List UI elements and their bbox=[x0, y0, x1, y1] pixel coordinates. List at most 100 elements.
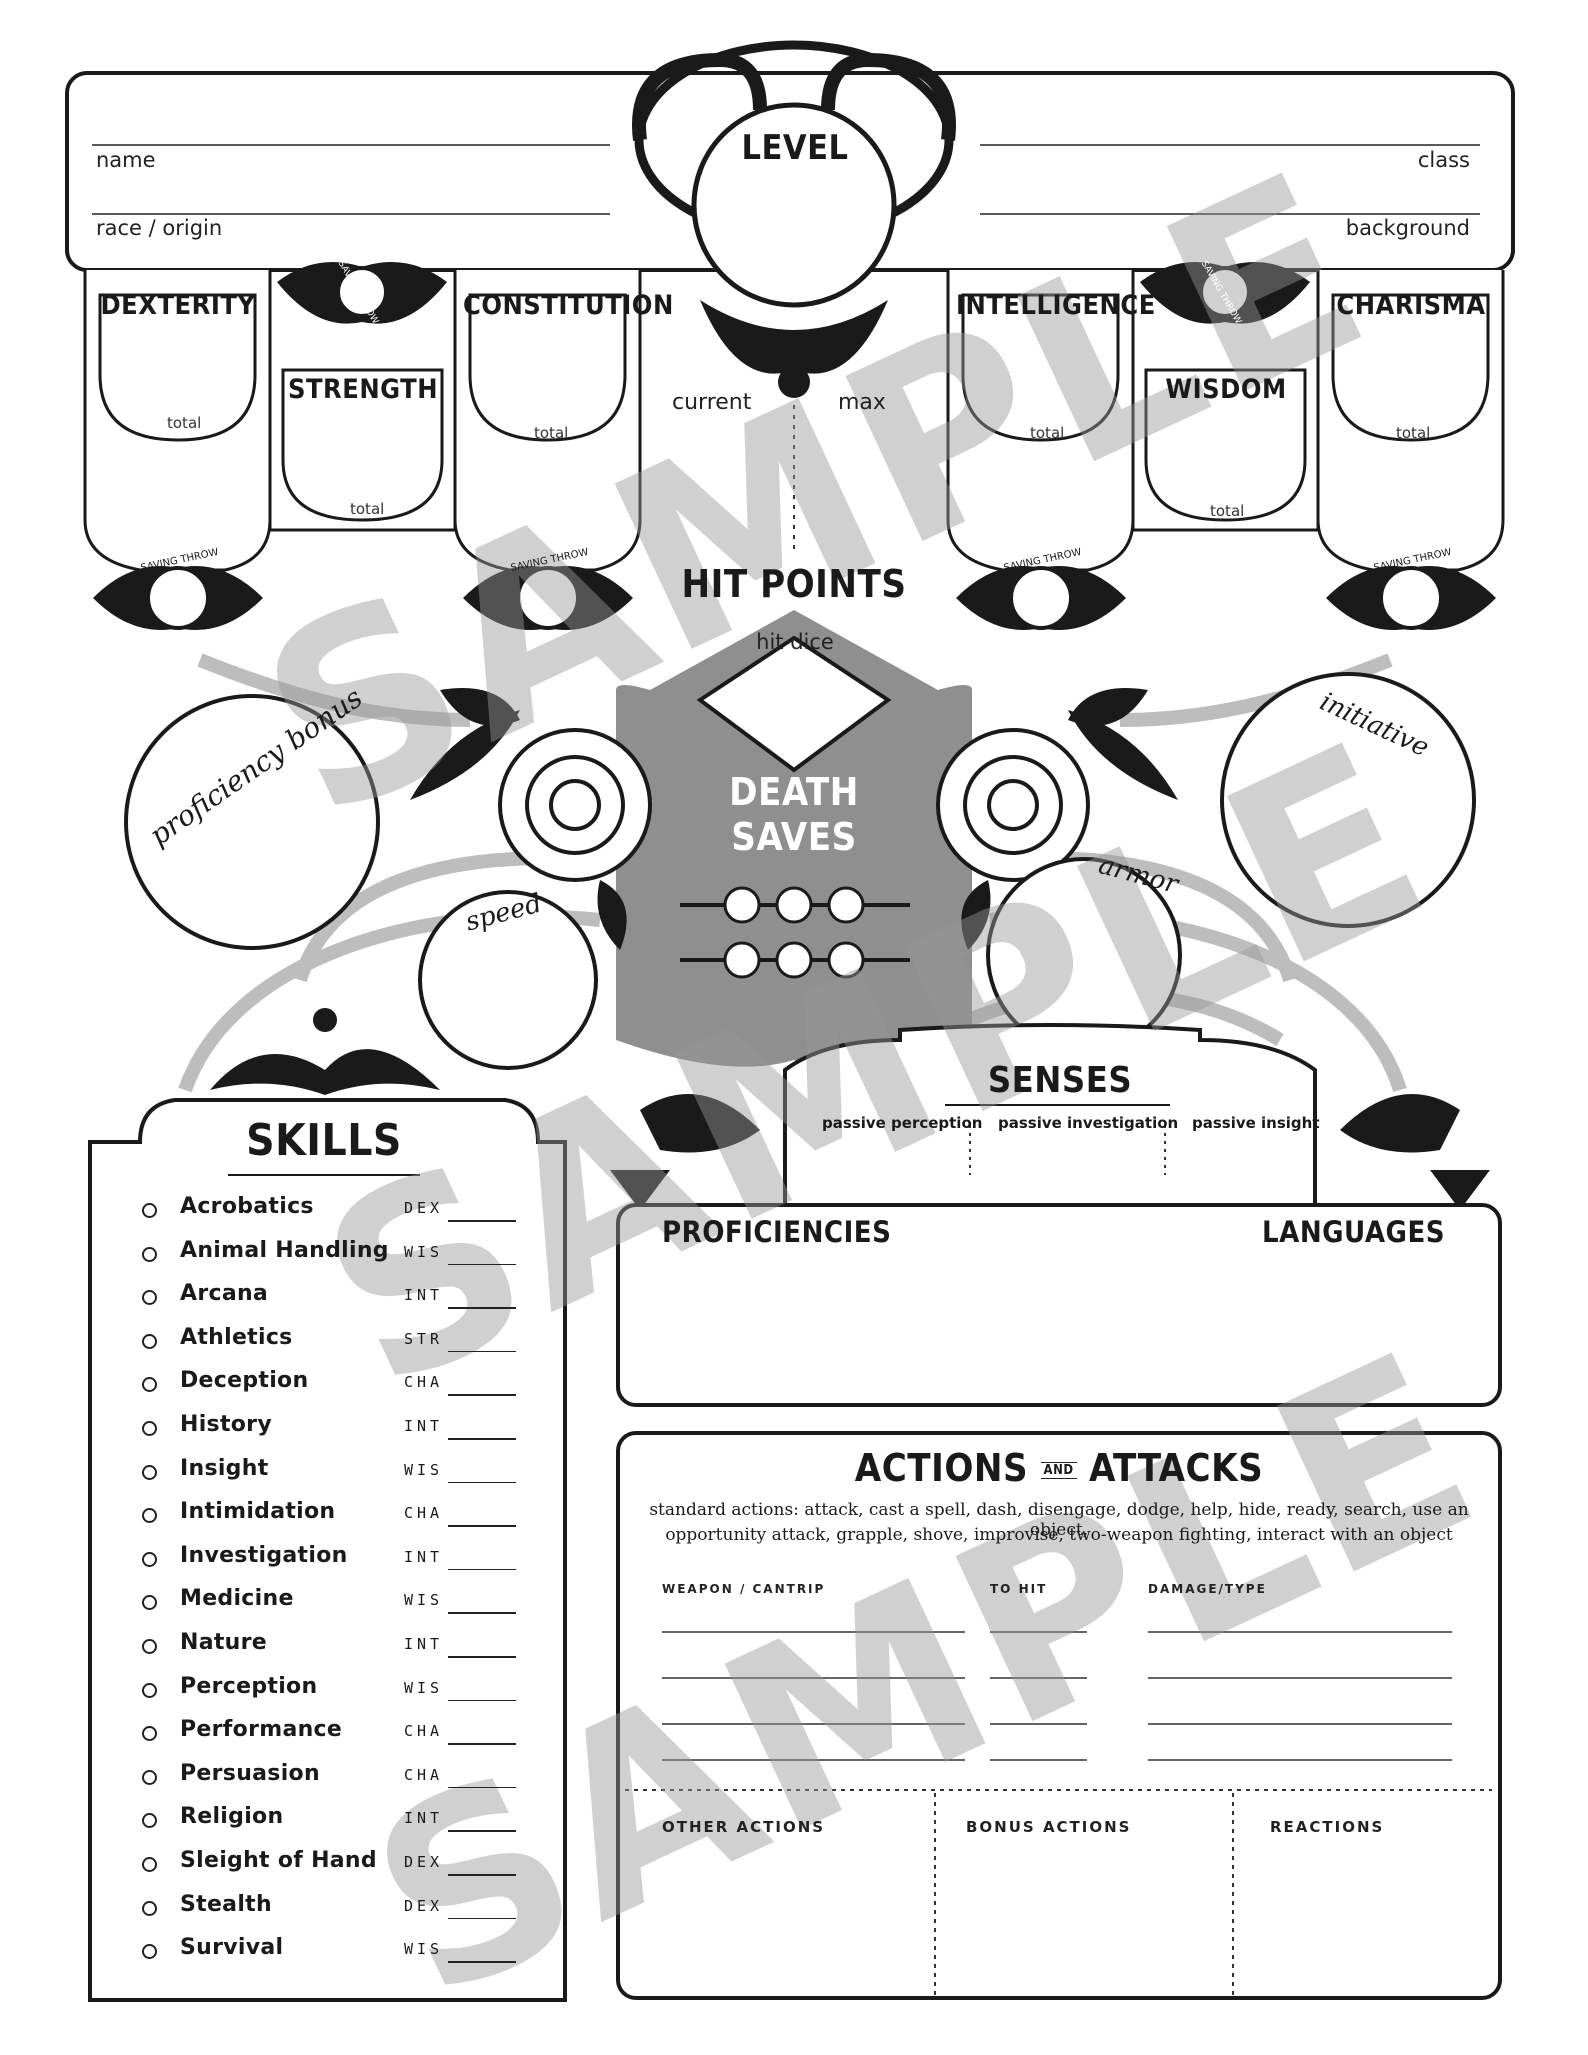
skill-proficiency-checkbox[interactable] bbox=[142, 1726, 157, 1742]
reactions-field[interactable] bbox=[1243, 1845, 1488, 1990]
death-save-success-3[interactable] bbox=[829, 888, 863, 922]
skill-value-field[interactable] bbox=[448, 1612, 516, 1614]
skill-proficiency-checkbox[interactable] bbox=[142, 1944, 157, 1960]
senses-title: SENSES bbox=[987, 1060, 1133, 1101]
skill-proficiency-checkbox[interactable] bbox=[142, 1464, 157, 1480]
passive-investigation-field[interactable] bbox=[998, 1138, 1158, 1188]
death-save-failure-2[interactable] bbox=[777, 943, 811, 977]
class-field[interactable]: class bbox=[1417, 148, 1470, 172]
bonus-actions-field[interactable] bbox=[945, 1845, 1225, 1990]
skill-ability: DEX bbox=[404, 1199, 444, 1217]
attack-row-3[interactable] bbox=[662, 1692, 1452, 1724]
standard-actions-line-1: standard actions: attack, cast a spell, … bbox=[649, 1500, 1469, 1540]
skill-proficiency-checkbox[interactable] bbox=[142, 1639, 157, 1654]
death-save-failure-3[interactable] bbox=[829, 943, 863, 977]
charisma-saving-throw[interactable] bbox=[1381, 568, 1441, 628]
death-save-success-2[interactable] bbox=[777, 888, 811, 922]
skill-value-field[interactable] bbox=[448, 1350, 516, 1353]
attack-row-4[interactable] bbox=[662, 1732, 1452, 1760]
race-origin-field[interactable]: race / origin bbox=[96, 216, 223, 240]
name-field[interactable]: name bbox=[96, 148, 156, 172]
attack-row-1[interactable] bbox=[662, 1600, 1452, 1632]
skill-proficiency-checkbox[interactable] bbox=[142, 1333, 157, 1349]
skill-proficiency-checkbox[interactable] bbox=[142, 1246, 157, 1262]
skill-name: Stealth bbox=[180, 1891, 272, 1917]
background-field[interactable]: background bbox=[1345, 216, 1470, 240]
intelligence-saving-throw[interactable] bbox=[1011, 568, 1071, 628]
armor-field[interactable] bbox=[1034, 920, 1134, 1010]
constitution-saving-throw[interactable] bbox=[518, 568, 578, 628]
skill-value-field[interactable] bbox=[448, 1568, 516, 1571]
skill-value-field[interactable] bbox=[448, 1699, 516, 1702]
skill-proficiency-checkbox[interactable] bbox=[142, 1203, 157, 1218]
dexterity-saving-throw[interactable] bbox=[148, 568, 208, 628]
actions-title-a: ACTIONS bbox=[854, 1446, 1029, 1490]
skill-proficiency-checkbox[interactable] bbox=[142, 1421, 157, 1436]
other-actions-field[interactable] bbox=[640, 1845, 925, 1990]
passive-insight-field[interactable] bbox=[1192, 1138, 1302, 1188]
skill-value-field[interactable] bbox=[448, 1307, 516, 1309]
skill-proficiency-checkbox[interactable] bbox=[142, 1900, 157, 1916]
level-label: LEVEL bbox=[741, 128, 849, 168]
skill-value-field[interactable] bbox=[448, 1438, 516, 1440]
proficiency-bonus-field[interactable] bbox=[176, 800, 326, 900]
skill-proficiency-checkbox[interactable] bbox=[142, 1857, 157, 1872]
strength-title: STRENGTH bbox=[287, 374, 439, 405]
skill-proficiency-checkbox[interactable] bbox=[142, 1551, 157, 1567]
skill-value-field[interactable] bbox=[448, 1786, 516, 1789]
skill-value-field[interactable] bbox=[448, 1481, 516, 1484]
skill-value-field[interactable] bbox=[448, 1743, 516, 1745]
skill-name: Arcana bbox=[180, 1281, 269, 1307]
skill-proficiency-checkbox[interactable] bbox=[142, 1377, 157, 1393]
skill-value-field[interactable] bbox=[448, 1394, 516, 1396]
passive-perception-label: passive perception bbox=[822, 1114, 983, 1132]
skill-value-field[interactable] bbox=[448, 1874, 516, 1876]
skills-title: SKILLS bbox=[246, 1115, 402, 1166]
skill-value-field[interactable] bbox=[448, 1656, 516, 1658]
skill-value-field[interactable] bbox=[448, 1220, 516, 1222]
skill-proficiency-checkbox[interactable] bbox=[142, 1595, 157, 1611]
skill-proficiency-checkbox[interactable] bbox=[142, 1682, 157, 1698]
skill-proficiency-checkbox[interactable] bbox=[142, 1813, 157, 1829]
death-saves-title-line1: DEATH bbox=[729, 770, 859, 814]
speed-field[interactable] bbox=[458, 955, 558, 1035]
skill-name: Perception bbox=[180, 1673, 318, 1699]
proficiencies-field[interactable] bbox=[640, 1260, 1480, 1390]
skill-value-field[interactable] bbox=[448, 1830, 516, 1832]
standard-actions-line-2: opportunity attack, grapple, shove, impr… bbox=[665, 1525, 1453, 1545]
death-save-failure-1[interactable] bbox=[725, 943, 759, 977]
initiative-field[interactable] bbox=[1272, 780, 1422, 880]
constitution-total-label: total bbox=[534, 424, 569, 442]
skill-name: Investigation bbox=[180, 1542, 348, 1568]
skill-value-field[interactable] bbox=[448, 1917, 516, 1920]
attack-row-2[interactable] bbox=[662, 1646, 1452, 1678]
death-save-success-1[interactable] bbox=[725, 888, 759, 922]
proficiencies-title: PROFICIENCIES bbox=[662, 1215, 892, 1249]
skill-proficiency-checkbox[interactable] bbox=[142, 1769, 157, 1785]
skill-value-field[interactable] bbox=[448, 1525, 516, 1527]
skill-value-field[interactable] bbox=[448, 1263, 516, 1266]
skill-proficiency-checkbox[interactable] bbox=[142, 1290, 157, 1306]
skill-value-field[interactable] bbox=[448, 1961, 516, 1963]
passive-perception-field[interactable] bbox=[822, 1138, 962, 1188]
skill-proficiency-checkbox[interactable] bbox=[142, 1508, 157, 1524]
actions-title-and: AND bbox=[1040, 1462, 1077, 1479]
